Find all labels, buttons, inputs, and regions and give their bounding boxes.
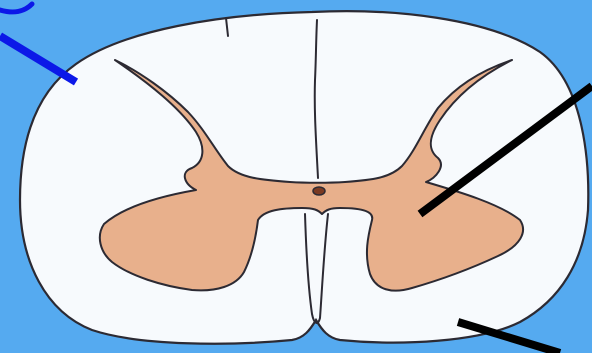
central-canal	[313, 187, 325, 195]
white-matter	[20, 11, 588, 344]
